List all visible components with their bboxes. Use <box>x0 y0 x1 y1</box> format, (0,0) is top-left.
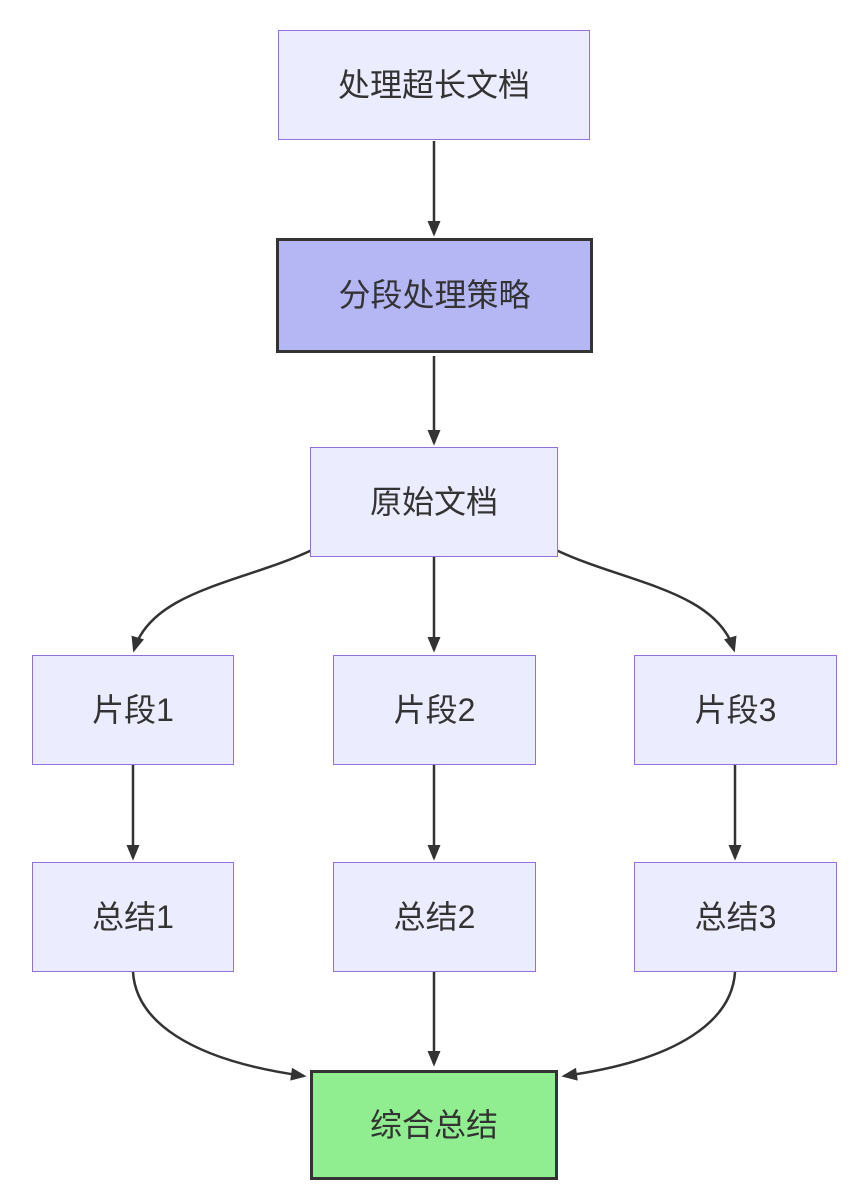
edge-summary3-final <box>561 971 737 1081</box>
node-chunk-3: 片段3 <box>634 655 837 765</box>
node-chunk-2: 片段2 <box>333 655 536 765</box>
node-label: 片段2 <box>393 691 476 728</box>
node-final-summary: 综合总结 <box>310 1070 558 1180</box>
node-label: 原始文档 <box>369 483 498 520</box>
node-chunk-1: 片段1 <box>32 655 234 765</box>
edge-original-chunk1 <box>131 548 313 653</box>
node-chunking-strategy: 分段处理策略 <box>276 238 593 353</box>
node-process-long-document: 处理超长文档 <box>278 30 590 140</box>
node-label: 片段3 <box>694 691 777 728</box>
node-summary-2: 总结2 <box>333 862 536 972</box>
node-label: 综合总结 <box>369 1106 498 1143</box>
node-summary-3: 总结3 <box>634 862 837 972</box>
node-summary-1: 总结1 <box>32 862 234 972</box>
node-label: 总结1 <box>92 898 174 935</box>
edge-summary1-final <box>131 971 307 1081</box>
edge-original-chunk3 <box>555 548 737 653</box>
node-original-document: 原始文档 <box>310 447 558 557</box>
node-label: 分段处理策略 <box>338 277 531 314</box>
node-label: 处理超长文档 <box>337 66 530 103</box>
node-label: 总结3 <box>694 898 777 935</box>
node-label: 片段1 <box>92 691 174 728</box>
node-label: 总结2 <box>393 898 476 935</box>
